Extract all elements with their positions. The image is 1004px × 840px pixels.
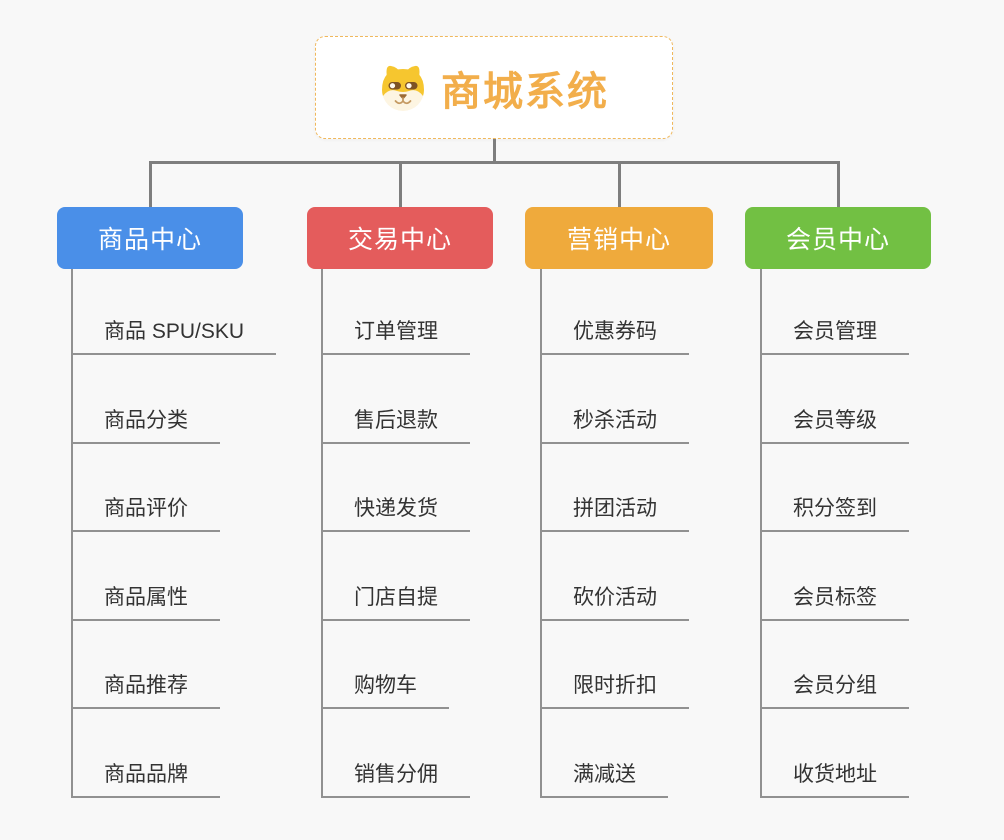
leaf-item[interactable]: 满减送 <box>540 758 668 798</box>
leaf-item[interactable]: 会员等级 <box>760 404 909 444</box>
connector-drop-trade <box>399 164 402 208</box>
column-trade: 订单管理 售后退款 快递发货 门店自提 购物车 销售分佣 <box>321 315 470 798</box>
trunk-marketing <box>540 269 542 798</box>
dog-icon <box>382 65 424 111</box>
branch-label-member: 会员中心 <box>785 226 890 254</box>
leaf-item[interactable]: 商品分类 <box>71 404 220 444</box>
leaf-item[interactable]: 砍价活动 <box>540 581 689 621</box>
branch-node-trade[interactable]: 交易中心 <box>307 207 493 269</box>
connector-root-drop <box>493 139 496 163</box>
connector-drop-member <box>837 164 840 208</box>
column-member: 会员管理 会员等级 积分签到 会员标签 会员分组 收货地址 <box>760 315 909 798</box>
leaf-item[interactable]: 收货地址 <box>760 758 909 798</box>
root-node[interactable]: 商城系统 <box>315 36 673 139</box>
leaf-item[interactable]: 商品 SPU/SKU <box>71 315 277 355</box>
leaf-item[interactable]: 销售分佣 <box>321 758 470 798</box>
column-marketing: 优惠券码 秒杀活动 拼团活动 砍价活动 限时折扣 满减送 <box>540 315 689 798</box>
branch-label-marketing: 营销中心 <box>566 226 671 254</box>
trunk-member <box>760 269 762 798</box>
branch-label-trade: 交易中心 <box>347 226 452 254</box>
branch-node-product[interactable]: 商品中心 <box>57 207 243 269</box>
trunk-product <box>71 269 73 798</box>
leaf-item[interactable]: 商品推荐 <box>71 669 220 710</box>
leaf-item[interactable]: 优惠券码 <box>540 315 689 355</box>
leaf-item[interactable]: 商品评价 <box>71 492 220 533</box>
leaf-item[interactable]: 商品品牌 <box>71 758 220 798</box>
branch-node-marketing[interactable]: 营销中心 <box>525 207 713 269</box>
leaf-item[interactable]: 积分签到 <box>760 492 909 533</box>
leaf-item[interactable]: 购物车 <box>321 669 449 710</box>
branch-label-product: 商品中心 <box>97 226 202 254</box>
leaf-item[interactable]: 会员管理 <box>760 315 909 355</box>
leaf-item[interactable]: 订单管理 <box>321 315 470 355</box>
leaf-item[interactable]: 快递发货 <box>321 492 470 533</box>
leaf-item[interactable]: 限时折扣 <box>540 669 689 710</box>
leaf-item[interactable]: 会员标签 <box>760 581 909 621</box>
connector-bus <box>149 161 840 164</box>
connector-drop-product <box>149 164 152 208</box>
column-product: 商品 SPU/SKU 商品分类 商品评价 商品属性 商品推荐 商品品牌 <box>71 315 277 798</box>
trunk-trade <box>321 269 323 798</box>
leaf-item[interactable]: 售后退款 <box>321 404 470 444</box>
root-title: 商城系统 <box>441 69 609 114</box>
leaf-item[interactable]: 商品属性 <box>71 581 220 621</box>
leaf-item[interactable]: 拼团活动 <box>540 492 689 533</box>
branch-node-member[interactable]: 会员中心 <box>745 207 931 269</box>
connector-drop-marketing <box>618 164 621 208</box>
leaf-item[interactable]: 门店自提 <box>321 581 470 621</box>
leaf-item[interactable]: 秒杀活动 <box>540 404 689 444</box>
leaf-item[interactable]: 会员分组 <box>760 669 909 710</box>
